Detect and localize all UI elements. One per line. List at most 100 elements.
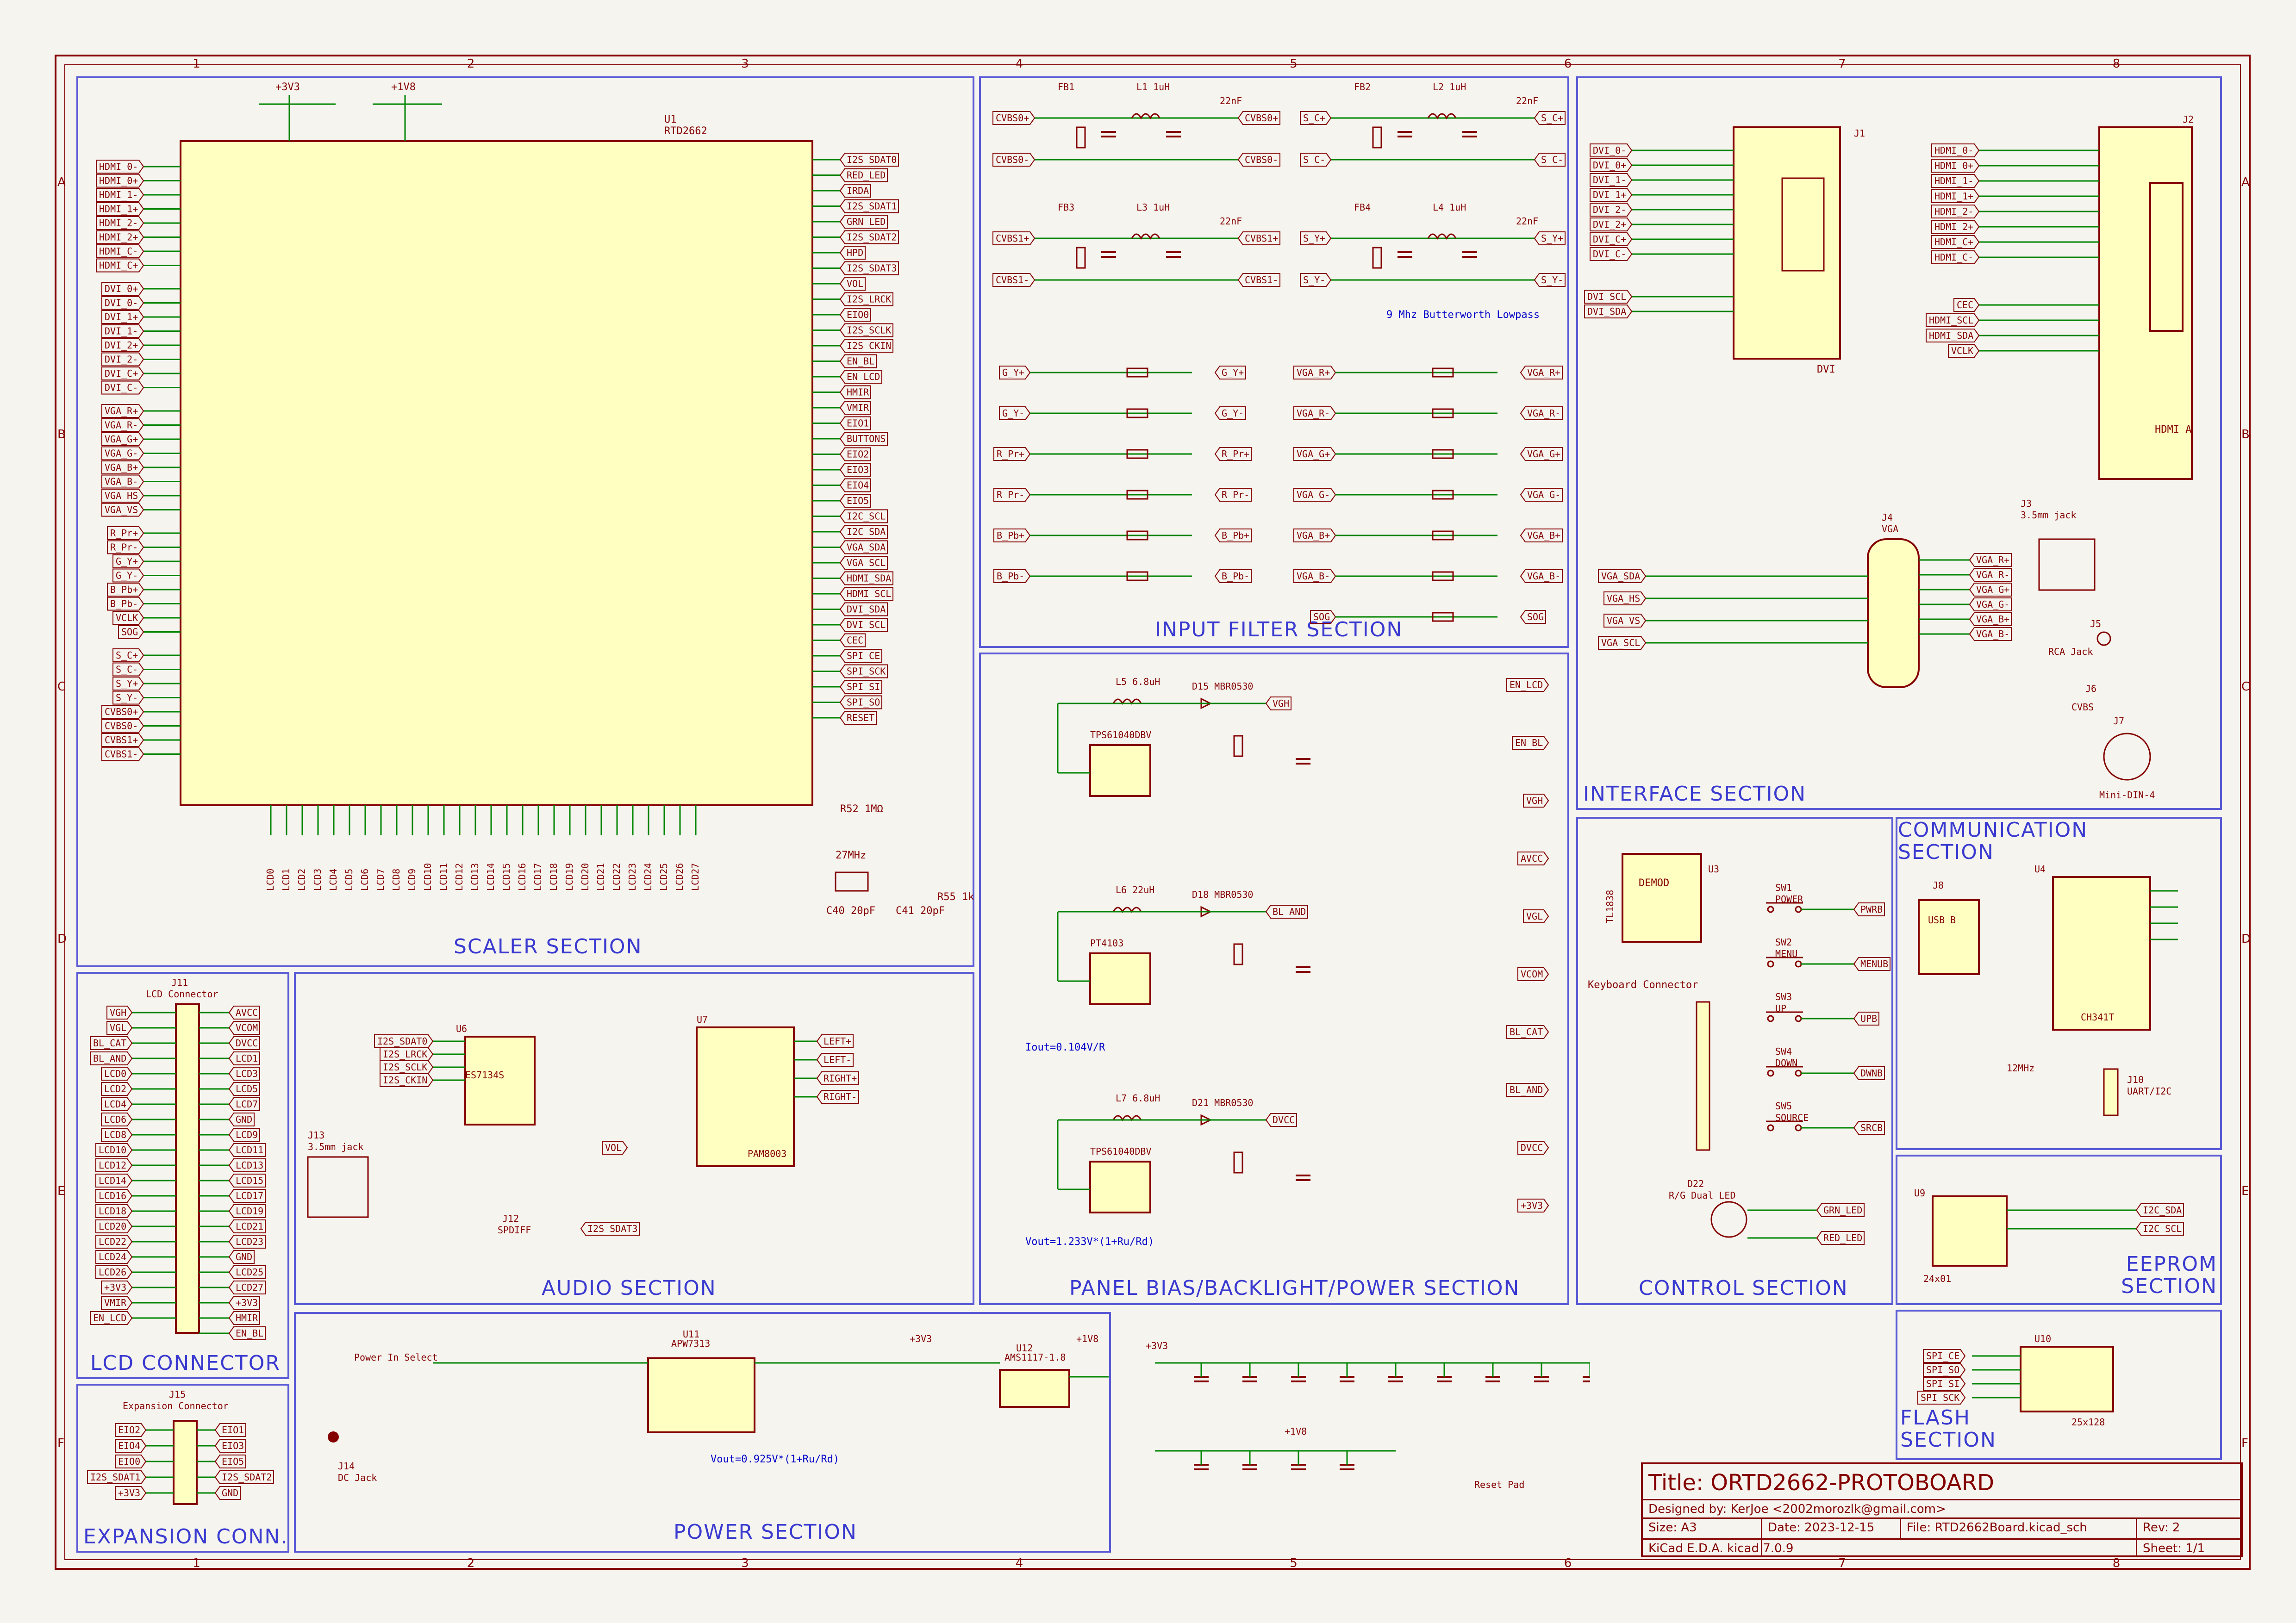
rca-label: RCA Jack	[2048, 646, 2093, 657]
filter-fb: FB2	[1354, 81, 1371, 93]
lcd-bus-label: LCD19	[564, 863, 575, 891]
vga-label: VGA	[1882, 523, 1898, 535]
crystal-r: R52 1MΩ	[840, 803, 883, 815]
filter-analog-out-VGA_R--box	[1520, 406, 1563, 420]
lcd-bus-label: LCD25	[658, 863, 669, 891]
filter-analog-B_Pb+-box	[993, 529, 1031, 542]
lcd-right-LCD17-text: LCD17	[236, 1190, 263, 1201]
filter-outnet-CVBS1+-text: CVBS1+	[1245, 233, 1278, 244]
ruler-col-2: 2	[467, 57, 475, 71]
buck-part: APW7313	[671, 1338, 710, 1349]
scaler-pin-VGA_B+-text: VGA_B+	[105, 462, 138, 473]
dvi-pin-DVI_SDA-box	[1584, 305, 1633, 318]
expansion-left-+3V3-box	[115, 1486, 147, 1500]
filter-cap-value: 22nF	[1220, 216, 1242, 227]
lcd-right-LCD15-text: LCD15	[236, 1175, 263, 1186]
amp-ref: U7	[697, 1014, 708, 1025]
button-contact	[1767, 1015, 1774, 1022]
expansion-ref: J15	[169, 1389, 186, 1400]
jack-ref: J3	[2021, 498, 2032, 509]
tb-designed-by: Designed by: KerJoe <2002morozlk@gmail.c…	[1648, 1502, 1946, 1516]
dvi-pin-DVI_C--text: DVI_C-	[1593, 249, 1626, 260]
ruler-row-C: C	[57, 679, 66, 694]
converter-out-BL_AND-box	[1265, 905, 1308, 919]
lcd-left-LCD20-box	[95, 1219, 133, 1233]
filter-in-CVBS0+-box	[992, 111, 1036, 125]
filter-analog-out-VGA_G--box	[1520, 488, 1563, 502]
filter-analog-out-VGA_G--text: VGA_G-	[1527, 489, 1560, 500]
lcd-right-LCD5-box	[228, 1082, 260, 1096]
lcd-right-AVCC-box	[228, 1006, 260, 1020]
lcd-left-LCD22-text: LCD22	[99, 1236, 126, 1247]
inductor	[1427, 113, 1457, 120]
ruler-row-E: E	[57, 1184, 65, 1198]
dc-jack-label: DC Jack	[338, 1472, 377, 1483]
scaler-section-title: SCALER SECTION	[454, 935, 643, 958]
hdmi-pin-HDMI_0+-text: HDMI_0+	[1934, 160, 1973, 171]
fb-resistor	[1233, 943, 1243, 965]
hdmi-pin-HDMI_C+-box	[1931, 235, 1980, 249]
hdmi-pin-CEC-text: CEC	[1957, 299, 1973, 311]
scaler-pin-S_C+-text: S_C+	[116, 650, 138, 661]
scaler-net-EIO4-text: EIO4	[847, 480, 869, 491]
lcd-bus-label: LCD18	[548, 863, 559, 891]
lcd-right-LCD1-text: LCD1	[236, 1053, 258, 1064]
converter-inductor: L7 6.8uH	[1116, 1093, 1160, 1104]
filter-outnet-CVBS0--text: CVBS0-	[1245, 154, 1278, 165]
vga-pin-VGA_G+-box	[1969, 583, 2012, 597]
lcd-right-LCD3-box	[228, 1067, 260, 1081]
scaler-net-VOL-box	[839, 277, 866, 291]
filter-analog-out-VGA_B--box	[1520, 569, 1563, 583]
lcd-bus-label: LCD27	[690, 863, 701, 891]
ruler-col-8: 8	[2112, 1556, 2121, 1570]
hdmi-label: HDMI A	[2155, 424, 2191, 435]
panel-net-VGH-text: VGH	[1526, 795, 1543, 806]
led-net-GRN_LED-text: GRN_LED	[1823, 1205, 1862, 1216]
dvi-pin-DVI_SCL-box	[1584, 290, 1633, 304]
filter-analog-VGA_G+-box	[1293, 447, 1336, 461]
expansion-right-EIO5-text: EIO5	[222, 1456, 244, 1467]
scaler-net-I2S_SCLK-text: I2S_SCLK	[847, 325, 891, 336]
scaler-net-HDMI_SCL-box	[839, 587, 893, 601]
ruler-col-6: 6	[1564, 57, 1572, 71]
interface-section-title: INTERFACE SECTION	[1583, 782, 1807, 806]
lcd-right-LCD15-box	[228, 1174, 266, 1188]
eeprom-section	[1896, 1155, 2222, 1305]
filter-analog-out-VGA_R+-text: VGA_R+	[1527, 367, 1560, 378]
lcd-left-BL_CAT-text: BL_CAT	[93, 1038, 126, 1049]
tb-row-tool: KiCad E.D.A. kicad 7.0.9 Sheet: 1/1	[1643, 1538, 2241, 1557]
dvi-label: DVI	[1817, 364, 1835, 375]
crystal-r2: R55 1kΩ	[937, 891, 974, 903]
amp-part: PAM8003	[748, 1148, 786, 1159]
scaler-net-DVI_SCL-box	[839, 618, 888, 632]
scaler-pin-DVI_2--text: DVI_2-	[105, 354, 138, 365]
uart-ref: J10	[2127, 1074, 2144, 1085]
hdmi-icon	[2149, 182, 2184, 332]
buck-ref: U11	[683, 1329, 699, 1340]
filter-analog-out-R_Pr--box	[1214, 488, 1252, 502]
codec-body	[464, 1036, 536, 1126]
flash-net-SPI_CE-text: SPI_CE	[1926, 1350, 1959, 1362]
ruler-col-3: 3	[741, 1556, 749, 1570]
control-section-title: CONTROL SECTION	[1639, 1276, 1848, 1300]
ruler-col-7: 7	[1838, 1556, 1846, 1570]
filter-resistor	[1372, 247, 1382, 269]
button-contact	[1795, 1015, 1802, 1022]
audio-net-I2S_LRCK-text: I2S_LRCK	[383, 1049, 427, 1060]
lcd-bus-label: LCD17	[532, 863, 543, 891]
scaler-net-BUTTONS-box	[839, 432, 888, 446]
filter-outnet-S_Y+-box	[1534, 231, 1566, 245]
lcd-left-VGL-box	[106, 1021, 133, 1035]
button-net-MENUB-text: MENUB	[1860, 958, 1888, 970]
flash-section-title: FLASH SECTION	[1900, 1406, 1997, 1452]
audio-net-I2S_SDAT3-text: I2S_SDAT3	[587, 1223, 637, 1234]
lcd-ref: J11	[171, 977, 188, 988]
filter-analog-G_Y+-text: G_Y+	[1002, 367, 1024, 378]
flash-net-SPI_SO-box	[1923, 1363, 1966, 1377]
scaler-net-SPI_SO-text: SPI_SO	[847, 697, 880, 708]
filter-outnet-CVBS1--box	[1237, 273, 1280, 287]
lcd-right-LCD25-text: LCD25	[236, 1267, 263, 1278]
audio-net-I2S_SCLK-box	[380, 1060, 434, 1074]
